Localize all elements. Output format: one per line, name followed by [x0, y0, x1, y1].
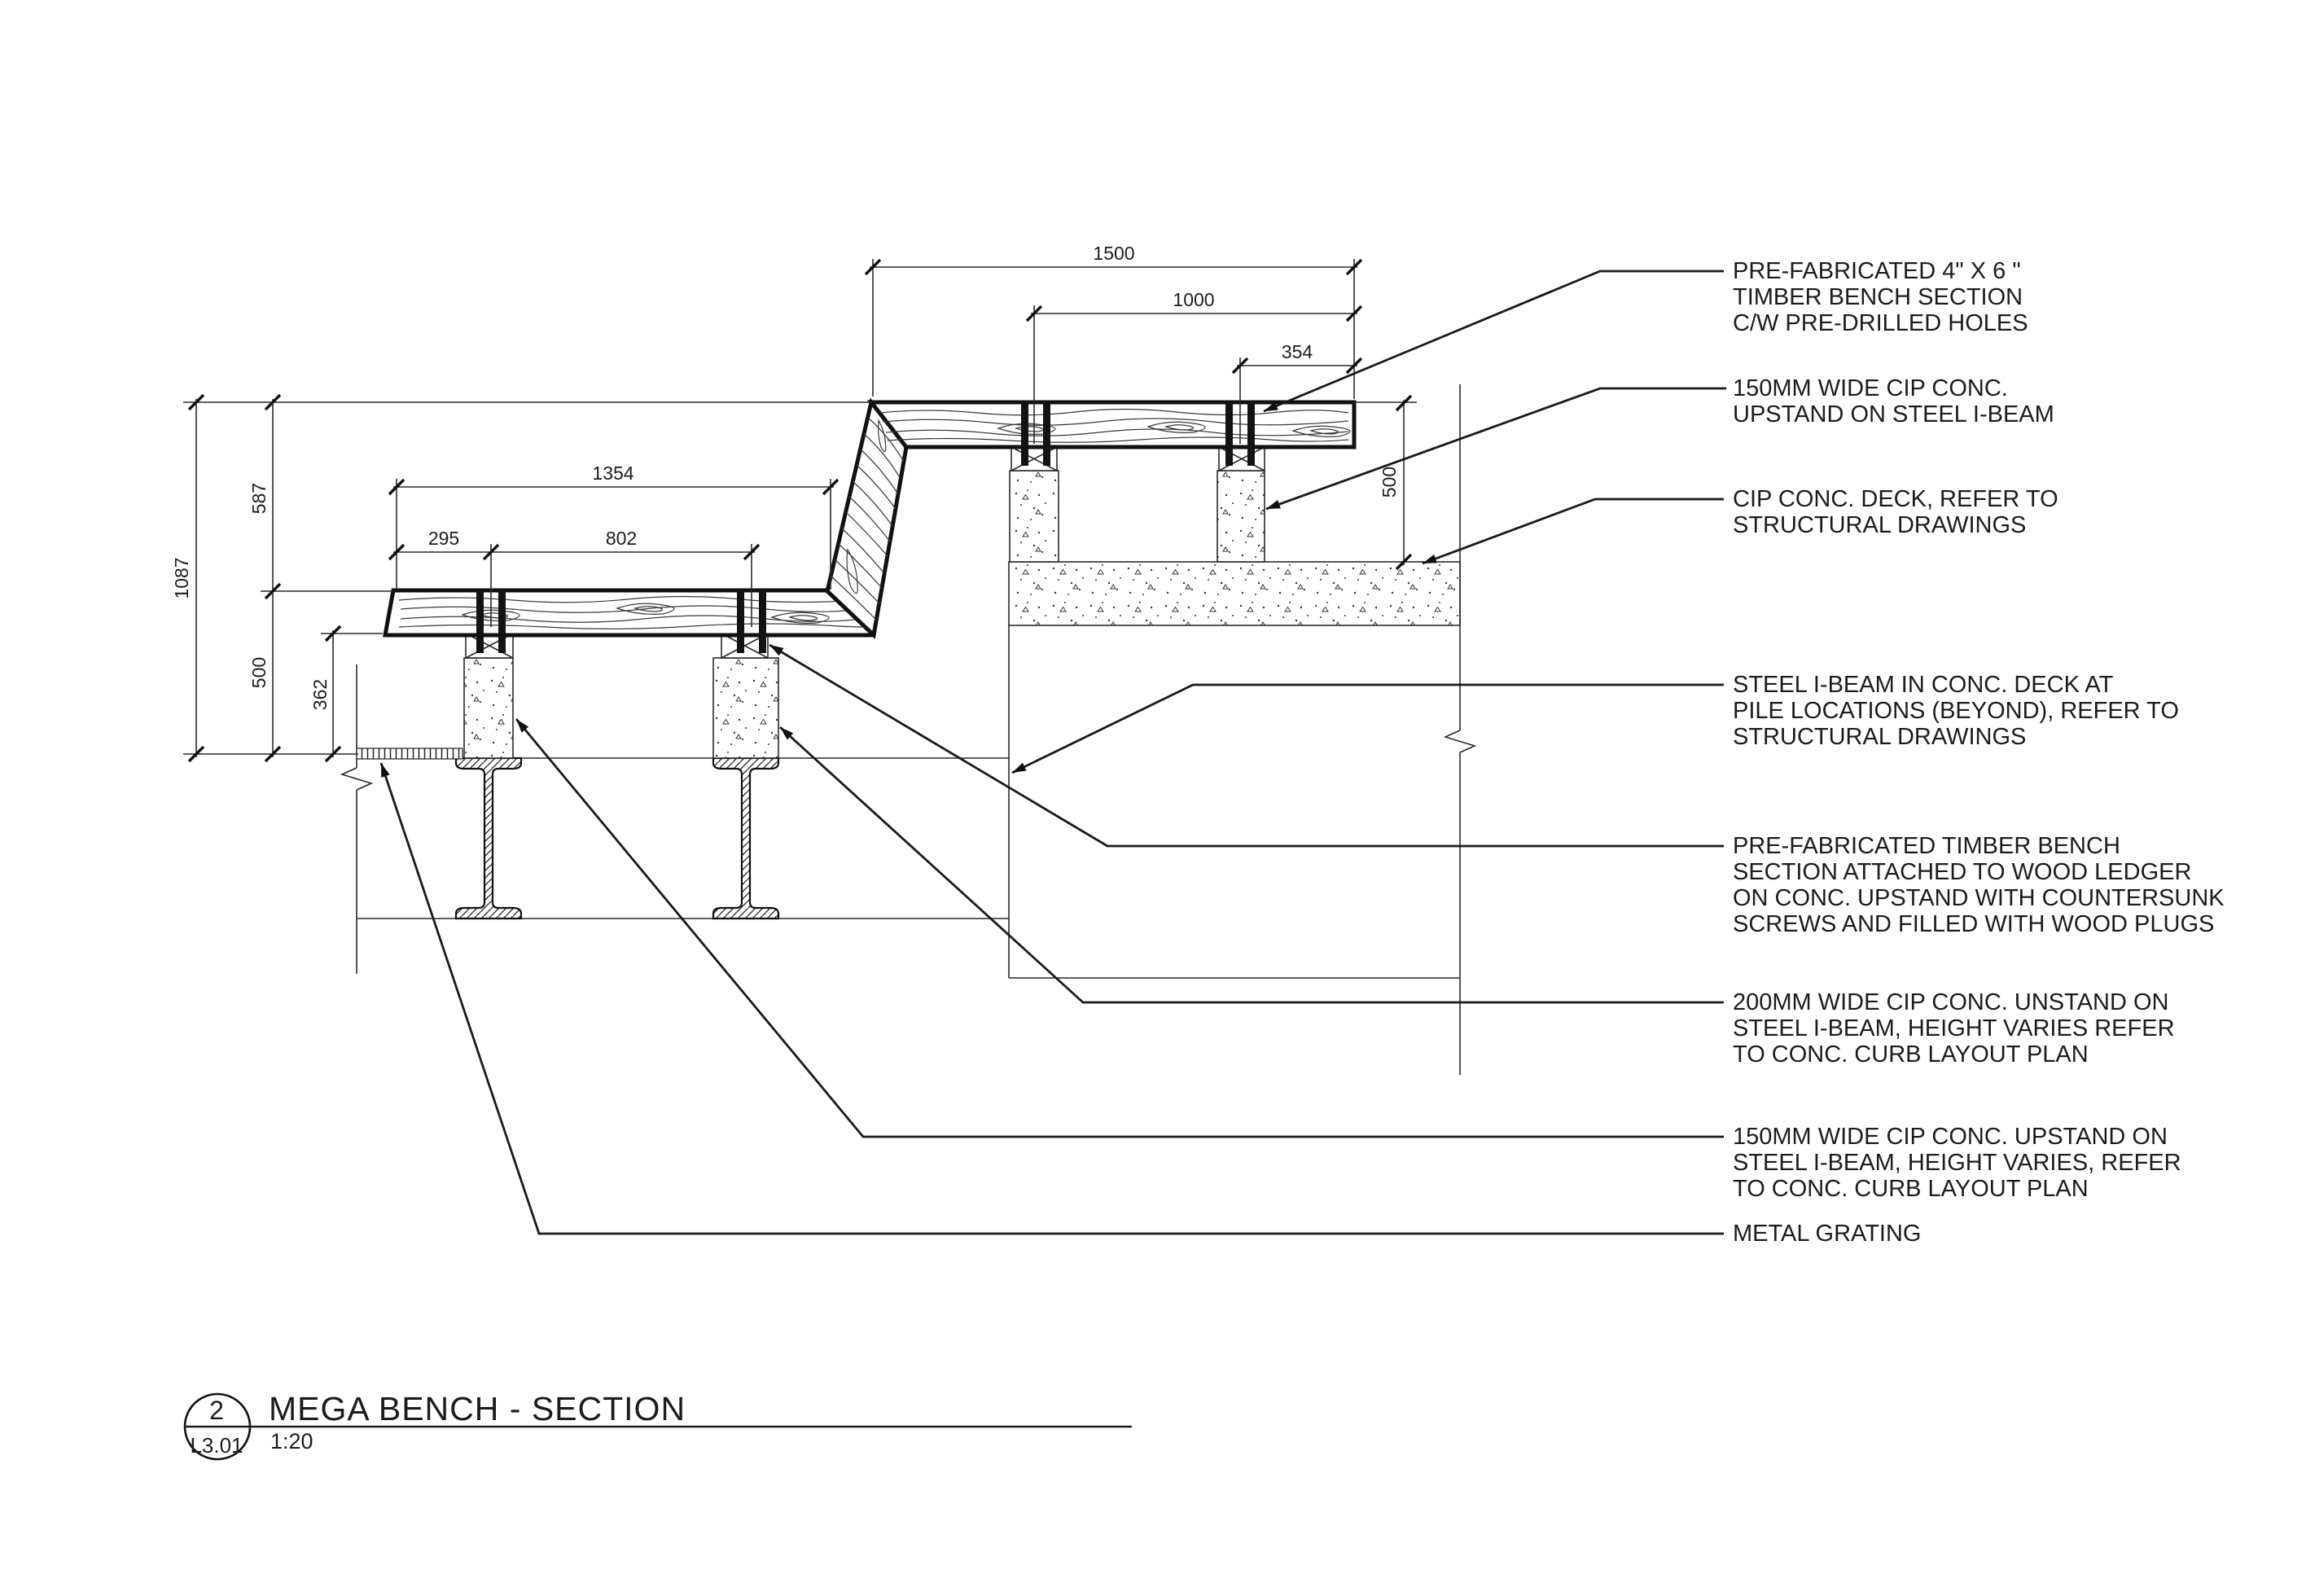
drawing-scale: 1:20 [270, 1429, 313, 1454]
metal-grating [356, 748, 463, 760]
title-block: 2 L3.01 MEGA BENCH - SECTION 1:20 [183, 1390, 1132, 1461]
sheet-number: L3.01 [190, 1433, 243, 1458]
dim-left-underside: 362 [309, 679, 331, 710]
callout-line: CIP CONC. DECK, REFER TO [1733, 486, 2058, 512]
drawing-title: MEGA BENCH - SECTION [269, 1390, 686, 1427]
callout-200-upstand: 200MM WIDE CIP CONC. UNSTAND ON STEEL I-… [1733, 989, 2175, 1068]
callout-150-upstand-upper: 150MM WIDE CIP CONC. UPSTAND ON STEEL I-… [1733, 375, 2054, 428]
dim-top-bolt-to-end: 1000 [1173, 289, 1214, 310]
dim-left-upper: 587 [248, 483, 270, 514]
upstand-lower-150mm [463, 657, 514, 759]
leader-metal-grating [379, 762, 1724, 1235]
callout-cip-deck: CIP CONC. DECK, REFER TO STRUCTURAL DRAW… [1733, 486, 2058, 538]
callout-line: SCREWS AND FILLED WITH WOOD PLUGS [1733, 911, 2214, 937]
callout-line: UPSTAND ON STEEL I-BEAM [1733, 401, 2054, 428]
upstand-lower-200mm [712, 657, 779, 759]
callout-150-upstand-lower: 150MM WIDE CIP CONC. UPSTAND ON STEEL I-… [1733, 1124, 2181, 1202]
callout-line: PRE-FABRICATED 4" X 6 " [1733, 258, 2021, 284]
callout-line: SECTION ATTACHED TO WOOD LEDGER [1733, 859, 2191, 885]
callout-line: STEEL I-BEAM, HEIGHT VARIES, REFER [1733, 1150, 2181, 1176]
callout-line: 150MM WIDE CIP CONC. UPSTAND ON [1733, 1124, 2168, 1150]
leader-150-upstand-lower [515, 718, 1724, 1138]
upper-bench [866, 400, 1357, 449]
callout-line: 150MM WIDE CIP CONC. [1733, 375, 2008, 401]
leader-lines [379, 270, 1726, 1235]
callout-line: PILE LOCATIONS (BEYOND), REFER TO [1733, 698, 2179, 724]
dim-lower-left-offset: 295 [428, 528, 459, 549]
upstand-upper-2 [1217, 470, 1265, 563]
upstand-upper-1 [1009, 470, 1059, 563]
callout-timber-bench: PRE-FABRICATED 4" X 6 " TIMBER BENCH SEC… [1733, 258, 2028, 336]
dim-lower-run: 1354 [592, 463, 633, 484]
dim-top-end-offset: 354 [1282, 341, 1313, 362]
leader-timber-bench [1263, 270, 1724, 413]
leader-arrowheads [381, 401, 1437, 778]
leader-cip-deck [1422, 498, 1724, 565]
lower-bench [383, 588, 883, 638]
callout-line: 200MM WIDE CIP CONC. UNSTAND ON [1733, 989, 2168, 1015]
callout-line: ON CONC. UPSTAND WITH COUNTERSUNK [1733, 885, 2225, 911]
timber-riser [825, 397, 909, 640]
callout-labels: PRE-FABRICATED 4" X 6 " TIMBER BENCH SEC… [1733, 258, 2225, 1247]
countersunk-bolts [476, 402, 1255, 653]
callout-line: METAL GRATING [1733, 1221, 1921, 1247]
callout-line: TO CONC. CURB LAYOUT PLAN [1733, 1176, 2089, 1202]
riser-grain [830, 417, 905, 620]
dimension-ticks [187, 258, 1413, 763]
dim-right-deck: 500 [1379, 467, 1400, 498]
steel-level-lines [340, 664, 1009, 974]
deck-substructure-outline [1008, 384, 1477, 1075]
callout-line: PRE-FABRICATED TIMBER BENCH [1733, 833, 2120, 859]
dim-lower-bolt-spacing: 802 [606, 528, 637, 549]
callout-line: TO CONC. CURB LAYOUT PLAN [1733, 1041, 2089, 1068]
callout-line: STEEL I-BEAM, HEIGHT VARIES REFER [1733, 1015, 2175, 1041]
callout-line: C/W PRE-DRILLED HOLES [1733, 310, 2028, 336]
detail-number: 2 [209, 1396, 224, 1425]
leader-bench-attachment [769, 643, 1724, 848]
callout-bench-attachment: PRE-FABRICATED TIMBER BENCH SECTION ATTA… [1733, 833, 2225, 937]
steel-i-beam-1 [454, 756, 523, 920]
callout-line: STRUCTURAL DRAWINGS [1733, 512, 2026, 538]
callout-line: STRUCTURAL DRAWINGS [1733, 724, 2026, 750]
callout-metal-grating: METAL GRATING [1733, 1221, 1921, 1247]
dim-left-lower: 500 [248, 657, 270, 688]
dimension-lines: 1500 1000 354 1354 295 802 1087 587 500 … [171, 243, 1417, 763]
break-symbol-left [340, 767, 374, 791]
dim-left-total: 1087 [171, 557, 192, 598]
concrete-deck [1008, 561, 1461, 626]
callout-line: TIMBER BENCH SECTION [1733, 284, 2023, 310]
callout-line: STEEL I-BEAM IN CONC. DECK AT [1733, 672, 2114, 698]
leader-steel-beam-beyond [1011, 683, 1724, 774]
leader-150-upstand-upper [1265, 387, 1726, 511]
dim-top-overall: 1500 [1093, 243, 1134, 264]
leader-200-upstand [779, 726, 1724, 1004]
callout-steel-beam-beyond: STEEL I-BEAM IN CONC. DECK AT PILE LOCAT… [1733, 672, 2179, 750]
break-symbol-right [1443, 730, 1477, 753]
steel-i-beam-2 [712, 756, 780, 920]
